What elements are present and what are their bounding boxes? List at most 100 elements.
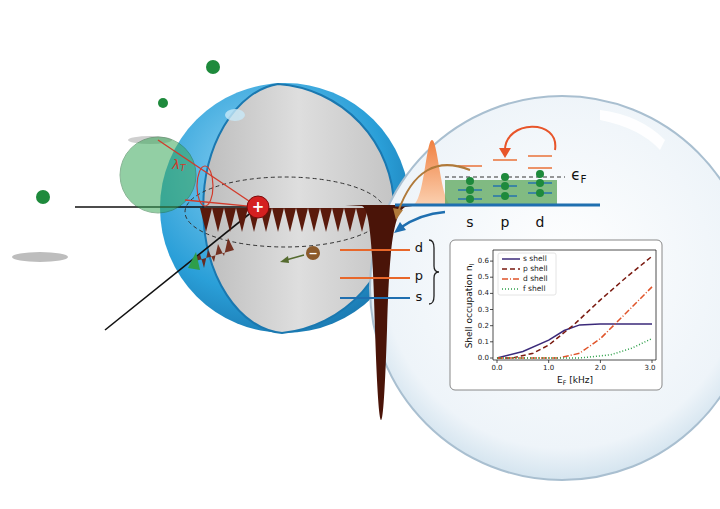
potential-spikes (200, 208, 368, 232)
plot-axis (493, 360, 656, 361)
highlight (225, 109, 245, 121)
label: 0.3 (478, 305, 489, 313)
fermions (466, 170, 544, 203)
potential-well (345, 205, 420, 420)
label: E (557, 375, 563, 385)
label: [kHz] (569, 375, 593, 385)
axis-line (105, 207, 258, 330)
label: s (466, 214, 473, 230)
label-group: + (252, 200, 265, 215)
orbital-levels (458, 156, 552, 199)
label-group: s (416, 290, 423, 303)
label-group: 0.2 (478, 322, 489, 329)
transfer-arrow (400, 212, 445, 228)
excitation-arrow (505, 127, 555, 150)
plot-frame (493, 250, 656, 251)
electron (306, 246, 320, 260)
label: d (415, 240, 423, 255)
legend-text: f shell (523, 285, 545, 293)
atom (158, 98, 168, 108)
magnifier (370, 96, 720, 480)
zero-line (395, 204, 600, 207)
label-group: 0.1 (478, 338, 489, 345)
label-group: Shell occupation nl (465, 264, 475, 349)
level-line (340, 277, 410, 279)
label: p (501, 214, 510, 230)
atom (206, 60, 220, 74)
cone-line (197, 166, 213, 206)
legend-sample (502, 258, 520, 260)
label-group: 3.0 (644, 365, 655, 372)
level-line (340, 249, 410, 251)
label-group: d (536, 215, 545, 229)
arrowhead (394, 222, 406, 233)
s-curve (497, 324, 652, 358)
label: 2.0 (595, 364, 606, 372)
cone-line (158, 140, 258, 207)
legend-sample (502, 268, 520, 270)
label: 0.0 (478, 354, 489, 362)
label: + (252, 198, 265, 216)
label-group: ϵF (571, 168, 586, 184)
legend-sample (502, 288, 520, 290)
plot-frame (656, 250, 657, 360)
label-group: 0.3 (478, 306, 489, 313)
fermi-sea (445, 180, 557, 205)
label: l (468, 264, 475, 266)
label-group: 0.0 (491, 365, 502, 372)
label: λ (172, 157, 180, 172)
electron-arrow (286, 255, 304, 260)
transfer-arrow (398, 165, 470, 212)
label-group: s (466, 215, 473, 229)
label-group: 0.5 (478, 274, 489, 281)
label-group: 0.0 (478, 355, 489, 362)
label: T (180, 164, 186, 174)
f-curve (497, 339, 652, 358)
label: 0.2 (478, 321, 489, 329)
shadow (12, 252, 68, 262)
label-group: 0.6 (478, 258, 489, 265)
label-group: 0.4 (478, 290, 489, 297)
label-group: 2.0 (595, 365, 606, 372)
label: s (416, 289, 423, 304)
arrowhead (393, 208, 403, 220)
legend-text: s shell (523, 255, 547, 263)
glare (600, 110, 665, 150)
d-curve (497, 287, 652, 358)
label: p (415, 268, 423, 283)
label-group: p (415, 269, 423, 282)
label-group: 1.0 (543, 365, 554, 372)
label-group: λT (172, 158, 185, 173)
label-group: EF[kHz] (557, 376, 593, 386)
inset-panel (450, 240, 662, 390)
label: F (581, 173, 587, 185)
label: 0.5 (478, 273, 489, 281)
label-group: p (501, 215, 510, 229)
legend-box (498, 253, 556, 295)
level-line (340, 297, 410, 299)
label: Shell occupation n (464, 265, 474, 348)
label: F (563, 379, 567, 386)
legend-sample (502, 278, 520, 280)
brace (429, 240, 439, 304)
probe-sphere (120, 137, 196, 213)
label: − (308, 247, 317, 260)
equator (185, 177, 385, 247)
legend-text: d shell (523, 275, 548, 283)
cone (188, 252, 200, 270)
label: 0.4 (478, 289, 489, 297)
label-group: − (308, 248, 317, 259)
label: 0.1 (478, 337, 489, 345)
legend-text: p shell (523, 265, 548, 273)
label-group: d (415, 241, 423, 254)
arrowhead (499, 148, 511, 158)
atom (36, 190, 50, 204)
label: d (536, 214, 545, 230)
plot-axis (493, 250, 494, 360)
label: 0.0 (491, 364, 502, 372)
arrowhead (280, 256, 289, 263)
label: 3.0 (644, 364, 655, 372)
label: 1.0 (543, 364, 554, 372)
